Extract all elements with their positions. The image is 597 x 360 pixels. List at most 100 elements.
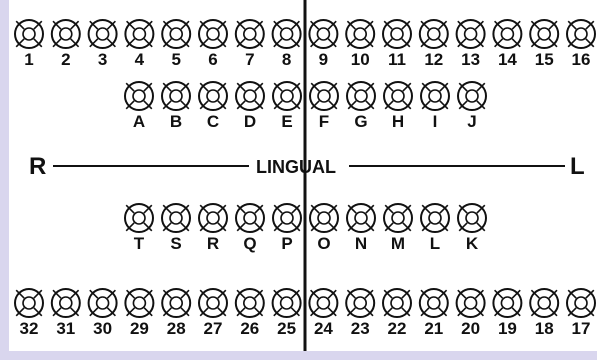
tooth-11[interactable]: 11 — [383, 20, 411, 69]
tooth-circle-icon — [567, 289, 595, 317]
tooth-label: 7 — [245, 50, 254, 69]
tooth-label: E — [281, 112, 292, 131]
tooth-D[interactable]: D — [236, 82, 264, 131]
tooth-12[interactable]: 12 — [420, 20, 448, 69]
tooth-O[interactable]: O — [310, 204, 338, 253]
tooth-circle-icon — [347, 204, 375, 232]
tooth-J[interactable]: J — [458, 82, 486, 131]
tooth-22[interactable]: 22 — [383, 289, 411, 338]
tooth-18[interactable]: 18 — [530, 289, 558, 338]
tooth-23[interactable]: 23 — [346, 289, 374, 338]
tooth-label: S — [170, 234, 181, 253]
tooth-25[interactable]: 25 — [273, 289, 301, 338]
tooth-19[interactable]: 19 — [493, 289, 521, 338]
tooth-label: P — [281, 234, 292, 253]
tooth-label: 5 — [171, 50, 180, 69]
tooth-label: N — [355, 234, 367, 253]
right-side-label: R — [29, 153, 46, 180]
tooth-G[interactable]: G — [347, 82, 375, 131]
tooth-circle-icon — [310, 82, 338, 110]
tooth-label: 27 — [204, 319, 223, 338]
tooth-R[interactable]: R — [199, 204, 227, 253]
tooth-circle-icon — [420, 289, 448, 317]
tooth-M[interactable]: M — [384, 204, 412, 253]
tooth-circle-icon — [347, 82, 375, 110]
tooth-T[interactable]: T — [125, 204, 153, 253]
tooth-27[interactable]: 27 — [199, 289, 227, 338]
tooth-30[interactable]: 30 — [89, 289, 117, 338]
tooth-circle-icon — [310, 204, 338, 232]
tooth-26[interactable]: 26 — [236, 289, 264, 338]
tooth-1[interactable]: 1 — [15, 20, 43, 69]
tooth-circle-icon — [384, 204, 412, 232]
tooth-29[interactable]: 29 — [125, 289, 153, 338]
tooth-circle-icon — [493, 20, 521, 48]
tooth-E[interactable]: E — [273, 82, 301, 131]
tooth-circle-icon — [236, 82, 264, 110]
tooth-label: 11 — [388, 50, 406, 69]
tooth-Q[interactable]: Q — [236, 204, 264, 253]
tooth-circle-icon — [199, 82, 227, 110]
tooth-circle-icon — [384, 82, 412, 110]
tooth-10[interactable]: 10 — [346, 20, 374, 69]
tooth-label: K — [466, 234, 479, 253]
tooth-circle-icon — [273, 82, 301, 110]
left-side-label: L — [570, 153, 585, 180]
tooth-circle-icon — [273, 204, 301, 232]
tooth-label: 17 — [572, 319, 591, 338]
tooth-B[interactable]: B — [162, 82, 190, 131]
tooth-circle-icon — [273, 289, 301, 317]
tooth-label: L — [430, 234, 440, 253]
tooth-label: O — [317, 234, 330, 253]
tooth-circle-icon — [457, 20, 485, 48]
tooth-circle-icon — [420, 20, 448, 48]
tooth-N[interactable]: N — [347, 204, 375, 253]
tooth-4[interactable]: 4 — [125, 20, 153, 69]
tooth-24[interactable]: 24 — [309, 289, 337, 338]
tooth-circle-icon — [162, 82, 190, 110]
tooth-F[interactable]: F — [310, 82, 338, 131]
tooth-circle-icon — [89, 20, 117, 48]
tooth-label: F — [319, 112, 329, 131]
tooth-28[interactable]: 28 — [162, 289, 190, 338]
tooth-8[interactable]: 8 — [273, 20, 301, 69]
tooth-K[interactable]: K — [458, 204, 486, 253]
tooth-13[interactable]: 13 — [457, 20, 485, 69]
tooth-I[interactable]: I — [421, 82, 449, 131]
tooth-L[interactable]: L — [421, 204, 449, 253]
tooth-5[interactable]: 5 — [162, 20, 190, 69]
tooth-label: 29 — [130, 319, 149, 338]
tooth-circle-icon — [236, 20, 264, 48]
tooth-label: 24 — [314, 319, 333, 338]
tooth-3[interactable]: 3 — [89, 20, 117, 69]
tooth-21[interactable]: 21 — [420, 289, 448, 338]
tooth-17[interactable]: 17 — [567, 289, 595, 338]
tooth-label: 19 — [498, 319, 517, 338]
tooth-9[interactable]: 9 — [309, 20, 337, 69]
tooth-circle-icon — [162, 204, 190, 232]
tooth-20[interactable]: 20 — [457, 289, 485, 338]
tooth-7[interactable]: 7 — [236, 20, 264, 69]
tooth-15[interactable]: 15 — [530, 20, 558, 69]
tooth-14[interactable]: 14 — [493, 20, 521, 69]
tooth-label: 3 — [98, 50, 107, 69]
tooth-6[interactable]: 6 — [199, 20, 227, 69]
tooth-circle-icon — [125, 82, 153, 110]
tooth-2[interactable]: 2 — [52, 20, 80, 69]
tooth-C[interactable]: C — [199, 82, 227, 131]
tooth-label: 18 — [535, 319, 554, 338]
tooth-H[interactable]: H — [384, 82, 412, 131]
tooth-16[interactable]: 16 — [567, 20, 595, 69]
tooth-31[interactable]: 31 — [52, 289, 80, 338]
tooth-label: I — [433, 112, 438, 131]
tooth-32[interactable]: 32 — [15, 289, 43, 338]
tooth-label: 4 — [135, 50, 145, 69]
tooth-label: 14 — [498, 50, 517, 69]
tooth-circle-icon — [457, 289, 485, 317]
tooth-P[interactable]: P — [273, 204, 301, 253]
tooth-A[interactable]: A — [125, 82, 153, 131]
tooth-S[interactable]: S — [162, 204, 190, 253]
tooth-label: 32 — [20, 319, 39, 338]
tooth-circle-icon — [346, 20, 374, 48]
